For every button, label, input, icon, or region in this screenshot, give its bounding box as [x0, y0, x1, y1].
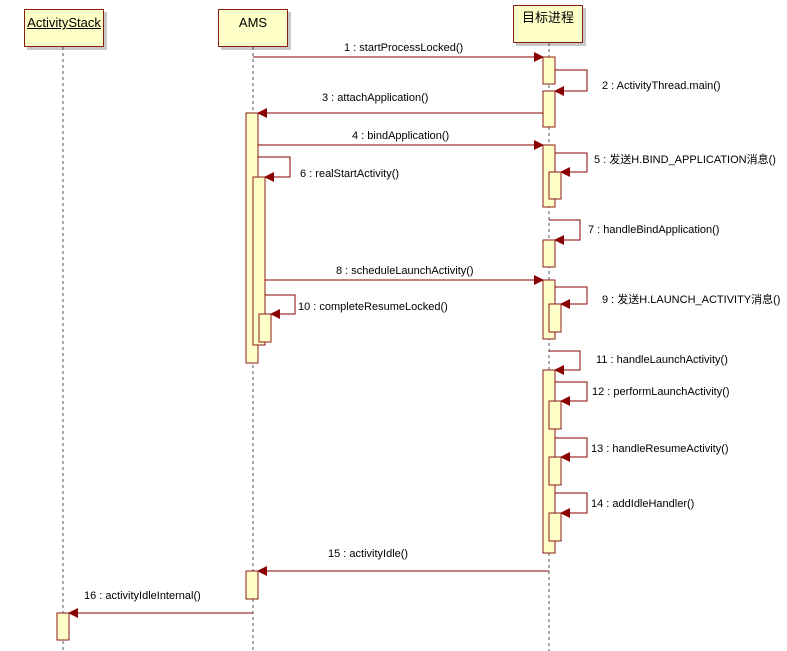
activation-target-6-nested-c — [548, 512, 562, 542]
activation-target-4 — [542, 239, 556, 268]
label-msg-6: 6 : realStartActivity() — [300, 168, 399, 180]
arrow-msg-2 — [554, 69, 588, 96]
arrow-msg-10 — [265, 294, 296, 319]
label-msg-8: 8 : scheduleLaunchActivity() — [336, 265, 474, 277]
activation-target-1 — [542, 56, 556, 85]
arrow-msg-14 — [555, 492, 588, 518]
label-msg-10: 10 : completeResumeLocked() — [298, 301, 448, 313]
label-msg-4: 4 : bindApplication() — [352, 130, 449, 142]
activation-target-3-nested — [548, 171, 562, 200]
label-msg-12: 12 : performLaunchActivity() — [592, 386, 730, 398]
label-msg-14: 14 : addIdleHandler() — [591, 498, 694, 510]
activation-ams-nested-2 — [258, 313, 272, 343]
label-msg-16: 16 : activityIdleInternal() — [84, 590, 201, 602]
label-msg-3: 3 : attachApplication() — [322, 92, 428, 104]
label-msg-7: 7 : handleBindApplication() — [588, 224, 719, 236]
arrow-msg-7 — [549, 219, 581, 245]
activation-target-2 — [542, 90, 556, 128]
arrow-msg-6 — [258, 156, 291, 182]
arrow-msg-11 — [549, 350, 581, 375]
arrow-msg-13 — [555, 437, 588, 462]
activation-target-5-nested — [548, 303, 562, 333]
activation-target-6-nested-b — [548, 456, 562, 486]
arrow-msg-12 — [555, 381, 588, 406]
label-msg-9: 9 : 发送H.LAUNCH_ACTIVITY消息() — [602, 292, 780, 306]
participant-target-process: 目标进程 — [513, 5, 583, 43]
activation-ams-nested — [252, 176, 266, 346]
arrow-msg-9 — [555, 286, 588, 309]
label-msg-5: 5 : 发送H.BIND_APPLICATION消息() — [594, 152, 776, 166]
label-msg-2: 2 : ActivityThread.main() — [602, 80, 721, 92]
label-msg-15: 15 : activityIdle() — [328, 548, 408, 560]
activation-target-6-nested-a — [548, 400, 562, 430]
label-msg-13: 13 : handleResumeActivity() — [591, 443, 729, 455]
activation-activitystack — [56, 612, 70, 641]
participant-activitystack: ActivityStack — [24, 9, 104, 47]
label-msg-11: 11 : handleLaunchActivity() — [596, 354, 728, 366]
activation-ams-final — [245, 570, 259, 600]
arrow-msg-5 — [555, 152, 588, 177]
label-msg-1: 1 : startProcessLocked() — [344, 42, 463, 54]
participant-ams: AMS — [218, 9, 288, 47]
